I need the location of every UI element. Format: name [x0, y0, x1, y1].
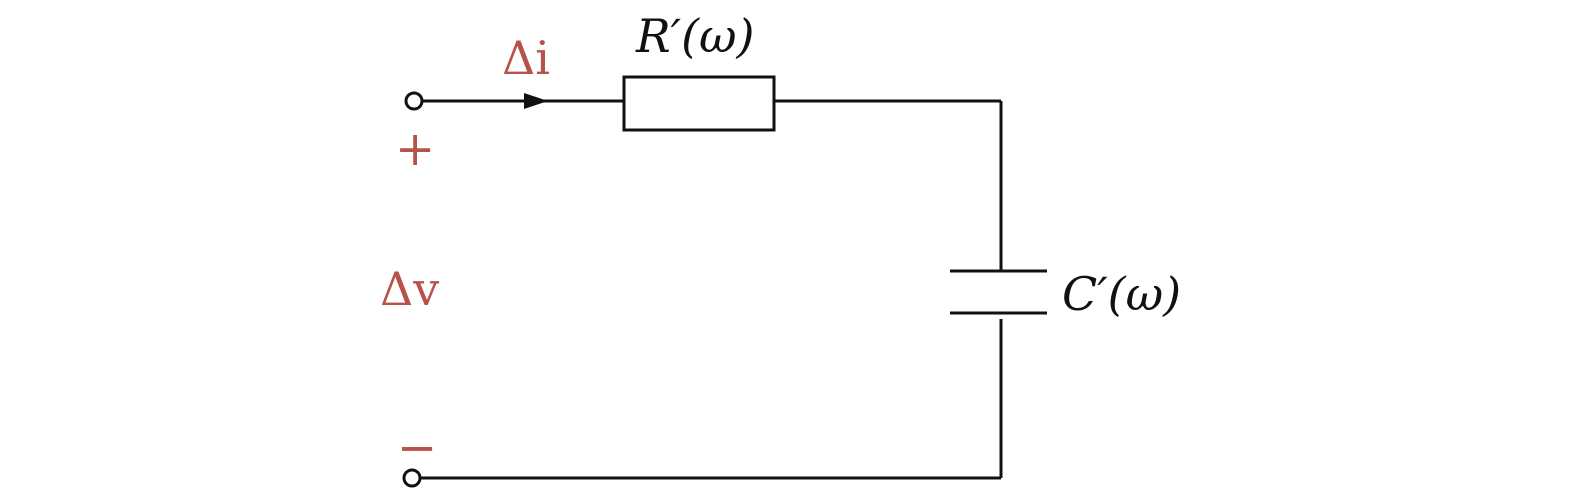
current-arrow-icon — [524, 93, 548, 109]
minus-sign: − — [397, 420, 437, 476]
plus-sign: + — [395, 121, 435, 177]
negative-terminal — [402, 468, 422, 488]
current-label: Δi — [502, 31, 550, 85]
resistor-label: R′(ω) — [635, 9, 754, 63]
positive-terminal — [404, 91, 424, 111]
capacitor-label: C′(ω) — [1062, 267, 1181, 321]
resistor — [622, 75, 776, 132]
voltage-label: Δv — [380, 262, 439, 316]
